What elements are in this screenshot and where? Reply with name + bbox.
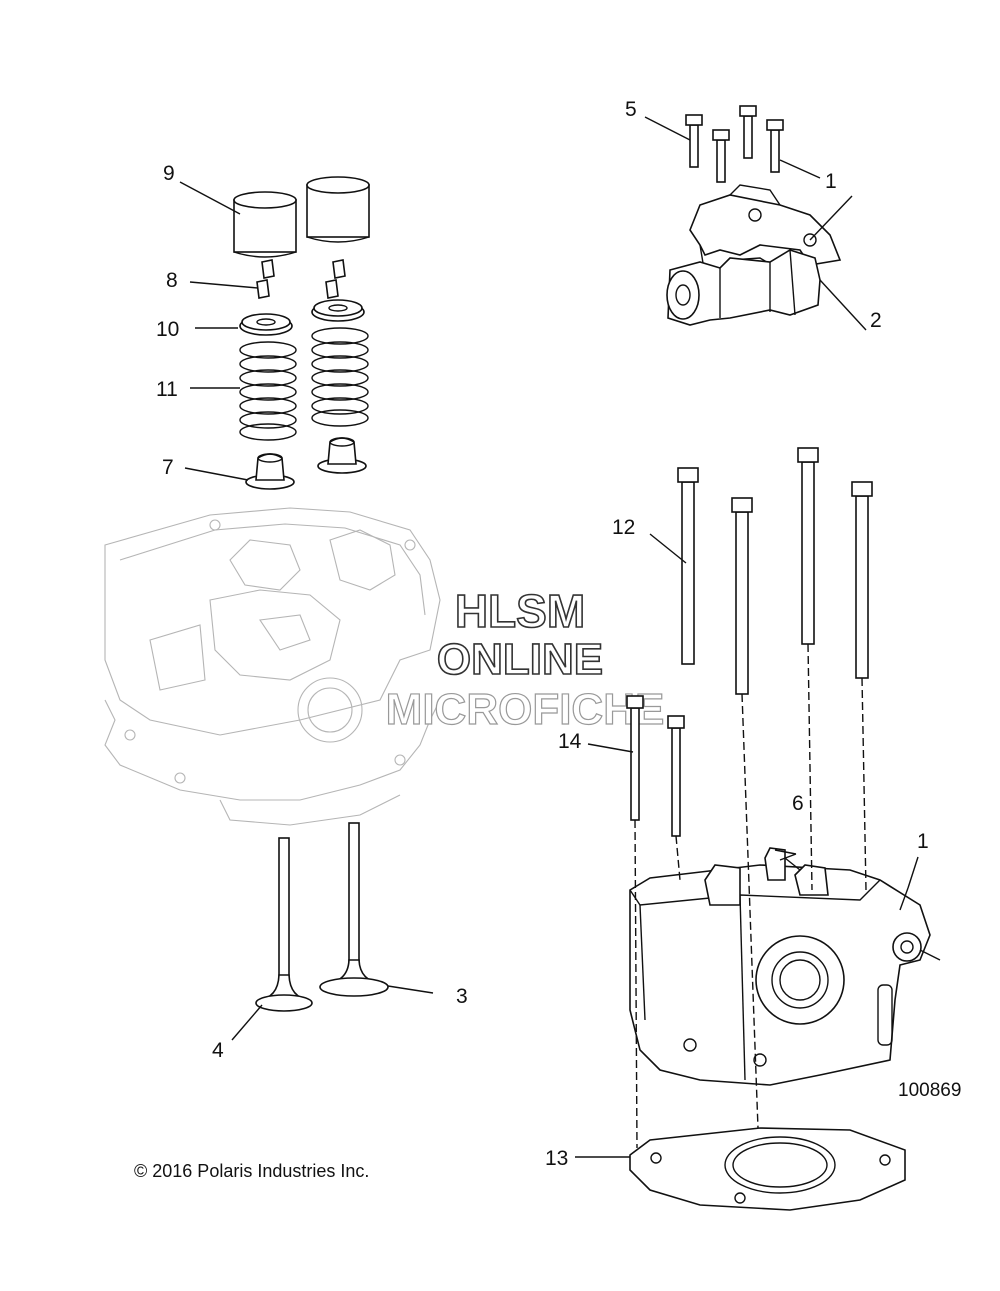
callout-11: 11 <box>156 378 178 401</box>
callout-13: 13 <box>545 1147 568 1170</box>
leader-lines <box>179 116 941 1158</box>
ghost-engine-block <box>104 507 441 826</box>
intake-valve <box>255 837 313 1012</box>
callout-2: 2 <box>870 309 882 332</box>
valve-tappet-right <box>306 176 370 243</box>
assembly-lines <box>634 643 867 1149</box>
spring-retainer-right <box>311 299 365 322</box>
valve-stem-seal-right <box>317 437 367 474</box>
watermark-line2: ONLINE <box>437 635 603 684</box>
callout-1-head: 1 <box>917 830 929 853</box>
callout-4: 4 <box>212 1039 224 1062</box>
callouts: 9 8 10 11 7 5 1 2 12 14 6 1 3 4 13 <box>156 98 929 1170</box>
callout-14: 14 <box>558 730 582 753</box>
spring-retainer-left <box>239 313 293 336</box>
exhaust-valve <box>319 822 389 997</box>
reference-number: 100869 <box>898 1080 961 1101</box>
valve-keeper-right <box>325 259 346 299</box>
watermark-line3: MICROFICHE <box>386 685 665 734</box>
valve-stem-seal-left <box>245 453 295 490</box>
camshaft <box>666 249 821 326</box>
callout-5: 5 <box>625 98 637 121</box>
copyright-notice: © 2016 Polaris Industries Inc. <box>134 1161 369 1181</box>
callout-6: 6 <box>792 792 804 815</box>
valve-spring-right <box>311 327 369 427</box>
callout-7: 7 <box>162 456 174 479</box>
valve-keeper-left <box>256 259 275 299</box>
callout-10: 10 <box>156 318 179 341</box>
callout-12: 12 <box>612 516 635 539</box>
callout-1-top: 1 <box>825 170 837 193</box>
callout-8: 8 <box>166 269 178 292</box>
watermark: HLSM ONLINE MICROFICHE <box>385 584 665 734</box>
callout-9: 9 <box>163 162 175 185</box>
valve-tappet-left <box>233 191 297 258</box>
callout-3: 3 <box>456 985 468 1008</box>
valve-spring-left <box>239 341 297 441</box>
head-gasket <box>629 1127 906 1211</box>
watermark-line1: HLSM <box>455 585 585 637</box>
cam-cap-bolts <box>685 105 784 183</box>
cylinder-head <box>629 847 931 1086</box>
cylinder-head-bolts-long <box>677 447 873 695</box>
